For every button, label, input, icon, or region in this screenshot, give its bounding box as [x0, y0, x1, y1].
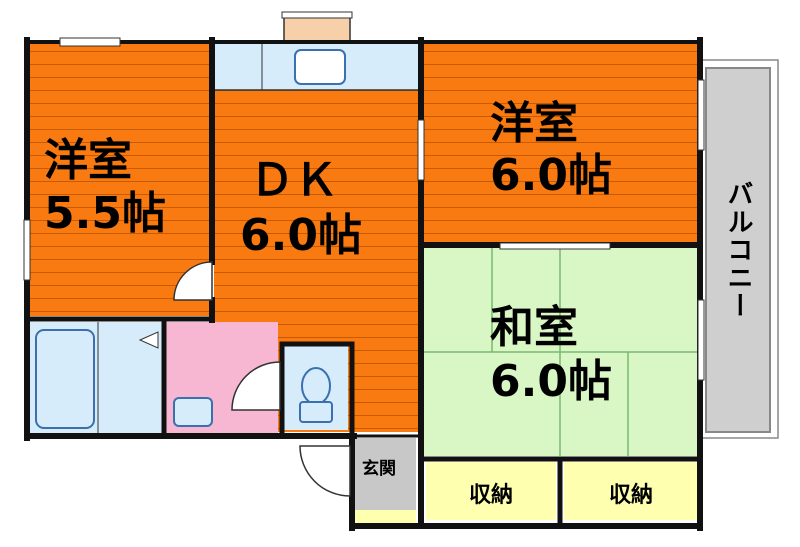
- dk-name: ＤＫ: [250, 155, 338, 206]
- top-window: [281, 11, 353, 45]
- western-left-name: 洋室: [44, 135, 132, 186]
- western-left-size: 5.5帖: [44, 188, 166, 239]
- balcony-label: バルコニー: [723, 180, 753, 320]
- storage-right-area: 収納: [564, 462, 698, 520]
- doors: [173, 261, 351, 497]
- balcony: バルコニー: [699, 59, 779, 439]
- dk-size: 6.0帖: [240, 210, 362, 261]
- western-right-size: 6.0帖: [490, 150, 612, 201]
- storage-left-label: 収納: [469, 482, 513, 508]
- japanese-room: 和室 6.0帖: [424, 248, 698, 456]
- western-room-left: 洋室 5.5帖: [30, 44, 210, 316]
- windows: [23, 37, 705, 381]
- japanese-name: 和室: [490, 302, 578, 353]
- entrance-label: 玄関: [362, 458, 396, 479]
- western-room-right: 洋室 6.0帖: [424, 44, 698, 242]
- western-right-name: 洋室: [490, 98, 578, 149]
- storage-left-area: 収納: [426, 462, 556, 520]
- bathroom: [30, 322, 162, 434]
- entrance: 玄関: [354, 438, 416, 526]
- storage-right-label: 収納: [609, 482, 653, 508]
- dk-room: ＤＫ 6.0帖: [214, 44, 418, 432]
- toilet: [284, 346, 348, 430]
- japanese-size: 6.0帖: [490, 356, 612, 407]
